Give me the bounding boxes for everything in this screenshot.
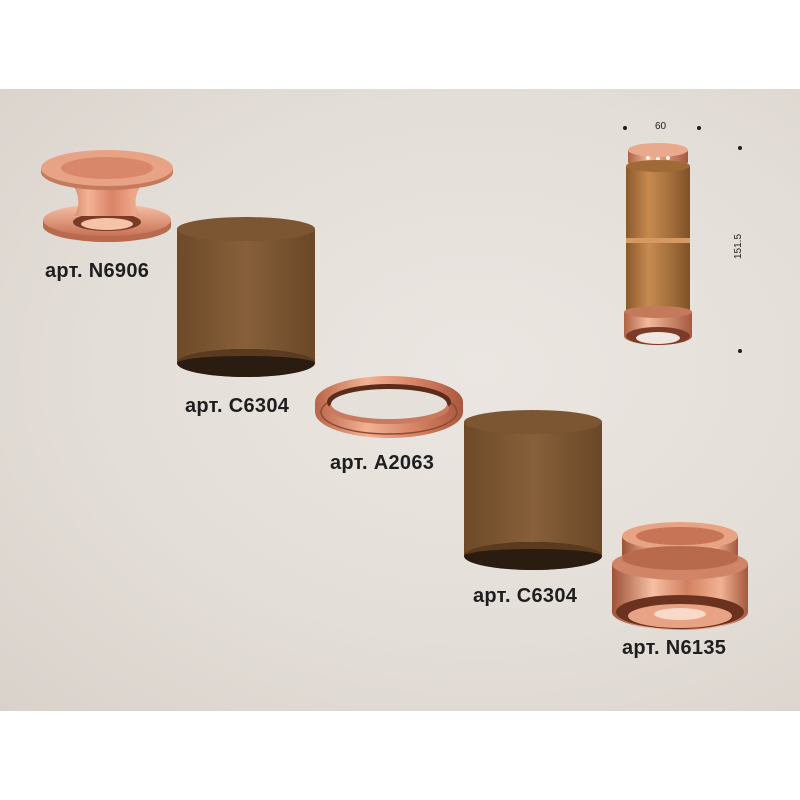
label-n6135: арт. N6135 [622,637,727,659]
label-c6304-1: арт. C6304 [185,395,290,417]
dim-width-label: 60 [655,121,667,132]
label-a2063: арт. A2063 [330,452,435,474]
dim-dot-top-right [697,126,701,130]
label-c6304-2: арт. C6304 [473,585,578,607]
body-c6304-image-1 [177,217,315,377]
label-n6906: арт. N6906 [45,260,150,282]
assembled-luminaire-image [624,143,692,345]
dim-dot-right-top [738,146,742,150]
dim-dot-top-left [623,126,627,130]
mount-n6906-image [41,150,173,242]
dim-height-label: 151.5 [733,233,745,260]
body-c6304-image-2 [464,410,602,570]
ring-a2063-image [315,376,463,438]
dim-dot-right-bottom [738,349,742,353]
front-n6135-image [612,522,748,630]
